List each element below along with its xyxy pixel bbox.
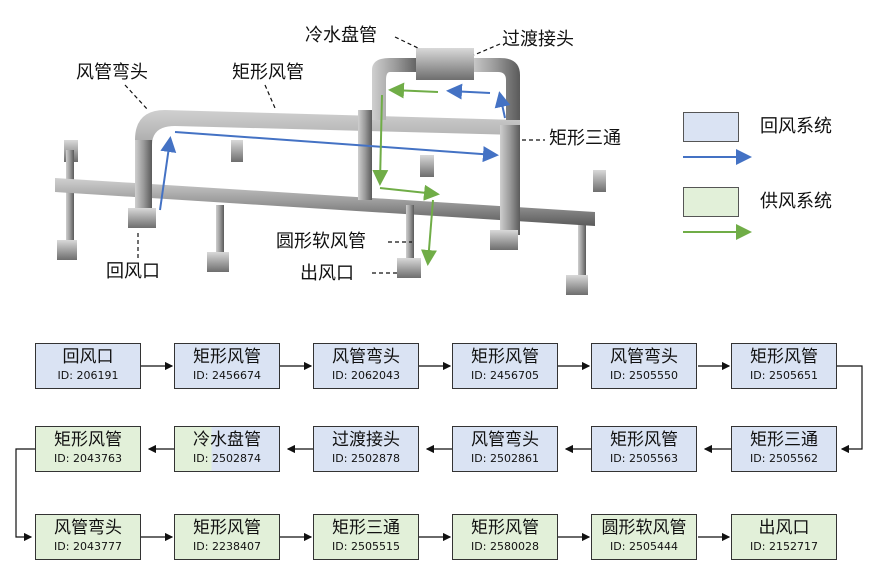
flow-node-id: ID: 2502878	[332, 452, 400, 465]
return-flow-arrows	[159, 83, 511, 211]
flow-node-name: 矩形风管	[54, 430, 122, 450]
flow-node: 风管弯头 ID: 2505550	[591, 343, 697, 389]
flow-node-name: 矩形风管	[610, 430, 678, 450]
flow-node-id: ID: 2152717	[750, 540, 818, 553]
flow-node: 风管弯头 ID: 2043777	[35, 514, 141, 560]
legend-supply-swatch	[683, 187, 739, 217]
flow-node-name: 矩形三通	[750, 430, 818, 450]
flow-node-name: 冷水盘管	[193, 430, 261, 450]
return-duct-loop	[128, 48, 520, 250]
flow-node-name: 矩形风管	[471, 518, 539, 538]
flow-node-id: ID: 2505651	[750, 369, 818, 382]
flow-connectors	[15, 361, 863, 542]
rear-diffuser-group	[57, 140, 606, 295]
front-diffuser-group	[397, 155, 434, 278]
callout-leaders	[124, 36, 545, 274]
callout-round-flex-duct: 圆形软风管	[276, 231, 366, 252]
flow-node: 矩形风管 ID: 2505563	[591, 426, 697, 472]
flow-node-id: ID: 2456674	[193, 369, 261, 382]
legend-supply-label: 供风系统	[760, 191, 832, 212]
flow-node-id: ID: 2505515	[332, 540, 400, 553]
flow-node-id: ID: 2062043	[332, 369, 400, 382]
callout-cold-coil-pipe: 冷水盘管	[305, 25, 377, 46]
main-trunk-duct	[55, 178, 595, 226]
callout-rect-tee: 矩形三通	[549, 128, 621, 149]
callout-duct-elbow: 风管弯头	[76, 62, 148, 83]
flow-node-name: 风管弯头	[610, 347, 678, 367]
flow-node: 出风口 ID: 2152717	[731, 514, 837, 560]
flow-node-id: ID: 2238407	[193, 540, 261, 553]
flow-node: 矩形风管 ID: 2580028	[452, 514, 558, 560]
flow-node: 圆形软风管 ID: 2505444	[591, 514, 697, 560]
legend-return-swatch	[683, 112, 739, 142]
cold-coil-box	[416, 48, 474, 80]
flow-node-id: ID: 2043763	[54, 452, 122, 465]
callout-supply-outlet: 出风口	[300, 263, 354, 284]
flow-node: 矩形三通 ID: 2505562	[731, 426, 837, 472]
flow-node-name: 回风口	[62, 347, 114, 367]
flow-node: 回风口 ID: 206191	[35, 343, 141, 389]
flow-node-id: ID: 2505550	[610, 369, 678, 382]
flow-node-name: 过渡接头	[332, 430, 400, 450]
flow-node: 冷水盘管 ID: 2502874	[174, 426, 280, 472]
flow-node-name: 矩形三通	[332, 518, 400, 538]
flow-node-id: ID: 2502861	[471, 452, 539, 465]
flow-node-id: ID: 2502874	[193, 452, 261, 465]
legend-return-label: 回风系统	[760, 116, 832, 137]
flow-node-id: ID: 2456705	[471, 369, 539, 382]
flow-node: 矩形风管 ID: 2043763	[35, 426, 141, 472]
flow-node-name: 风管弯头	[332, 347, 400, 367]
flow-node-name: 出风口	[758, 518, 810, 538]
flow-node-id: ID: 206191	[57, 369, 119, 382]
flow-node-id: ID: 2580028	[471, 540, 539, 553]
flow-node: 矩形三通 ID: 2505515	[313, 514, 419, 560]
flow-node-name: 矩形风管	[750, 347, 818, 367]
flow-node-name: 风管弯头	[471, 430, 539, 450]
flow-node-id: ID: 2505563	[610, 452, 678, 465]
flow-node: 风管弯头 ID: 2502861	[452, 426, 558, 472]
flow-node-id: ID: 2505562	[750, 452, 818, 465]
flow-node: 风管弯头 ID: 2062043	[313, 343, 419, 389]
flow-node: 矩形风管 ID: 2238407	[174, 514, 280, 560]
flow-node-id: ID: 2043777	[54, 540, 122, 553]
supply-flow-arrows	[372, 82, 440, 266]
flow-node-name: 矩形风管	[193, 518, 261, 538]
flow-node: 过渡接头 ID: 2502878	[313, 426, 419, 472]
flow-node: 矩形风管 ID: 2505651	[731, 343, 837, 389]
flow-node: 矩形风管 ID: 2456705	[452, 343, 558, 389]
flow-node-name: 矩形风管	[471, 347, 539, 367]
flow-node-name: 风管弯头	[54, 518, 122, 538]
callout-transition-joint: 过渡接头	[502, 29, 574, 50]
flow-node-name: 圆形软风管	[601, 518, 687, 538]
callout-rect-duct: 矩形风管	[232, 62, 304, 83]
callout-return-inlet: 回风口	[106, 261, 160, 282]
flow-node: 矩形风管 ID: 2456674	[174, 343, 280, 389]
flow-node-name: 矩形风管	[193, 347, 261, 367]
flow-node-id: ID: 2505444	[610, 540, 678, 553]
